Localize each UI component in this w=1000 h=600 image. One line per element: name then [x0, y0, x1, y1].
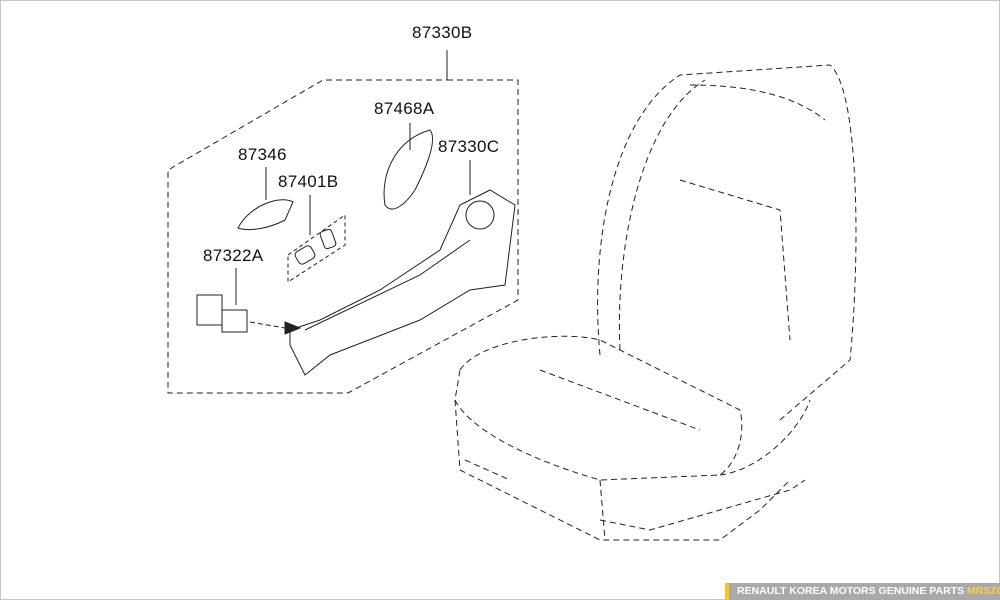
- footer-brand: MRSZONE: [967, 585, 1000, 597]
- footer-banner: RENAULT KOREA MOTORS GENUINE PARTS MRSZO…: [725, 583, 1000, 600]
- label-87346: 87346: [238, 145, 287, 164]
- shield-part: [289, 189, 516, 376]
- label-87330C: 87330C: [438, 137, 500, 156]
- callout-box: [167, 79, 519, 394]
- label-87322A: 87322A: [203, 246, 264, 265]
- cover-knob-part: [383, 129, 433, 210]
- trim-part: [237, 199, 294, 231]
- label-87468A: 87468A: [374, 99, 435, 118]
- label-87401B: 87401B: [278, 172, 339, 191]
- small-parts: [196, 129, 516, 376]
- leader-lines: [235, 50, 471, 305]
- knob-set-box: [287, 214, 346, 283]
- label-87330B: 87330B: [412, 23, 473, 42]
- footer-text: RENAULT KOREA MOTORS GENUINE PARTS: [737, 585, 965, 597]
- switch-part: [196, 294, 223, 326]
- seat-outline: [454, 64, 857, 541]
